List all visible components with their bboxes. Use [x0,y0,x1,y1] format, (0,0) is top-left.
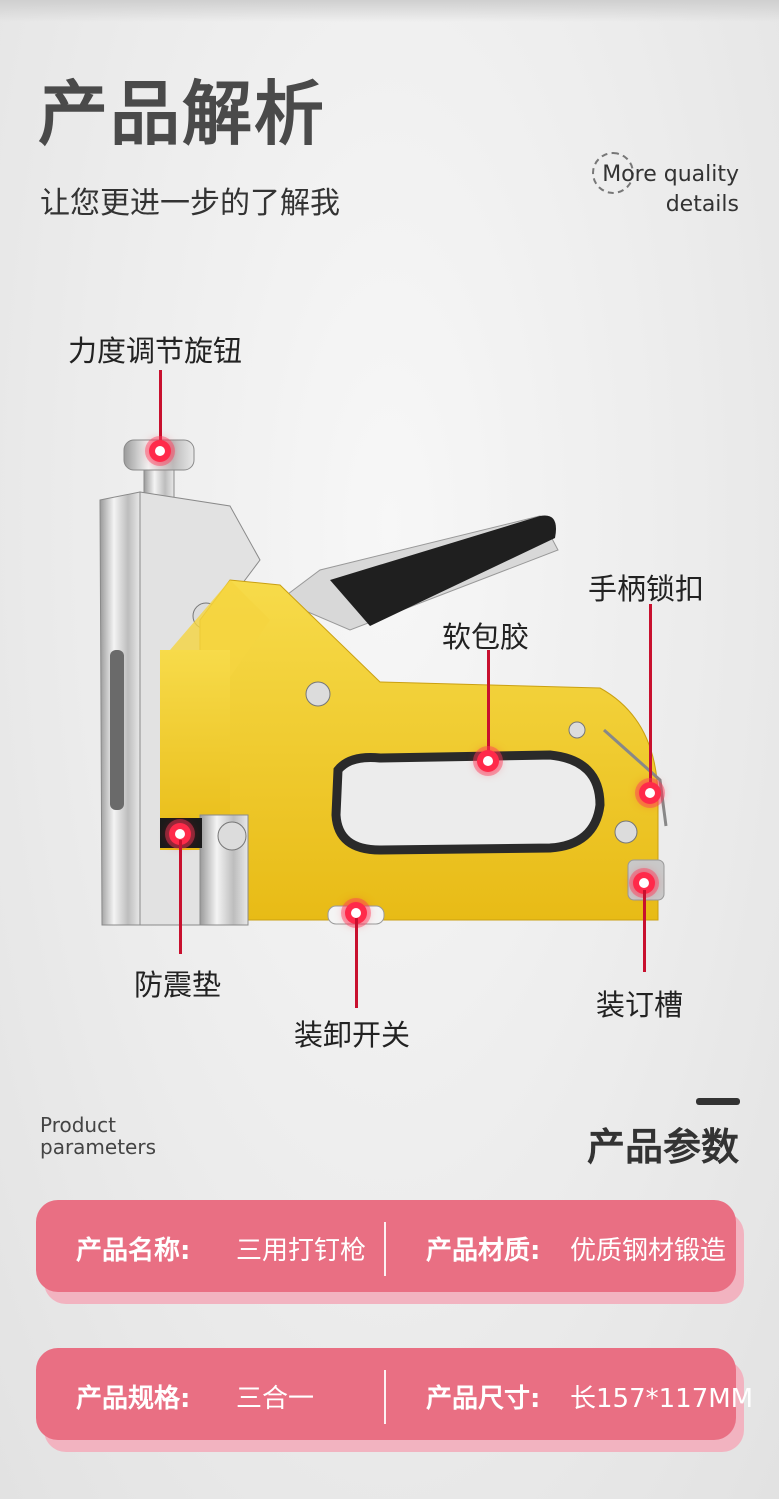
stapler-image [99,439,668,926]
param-card-1: 产品名称: 三用打钉枪 产品材质: 优质钢材锻造 [36,1200,736,1292]
callout-line-handle-lock [649,604,652,790]
param-divider [384,1370,386,1424]
callout-force-knob: 力度调节旋钮 [68,334,243,368]
param-key-material: 产品材质: [426,1236,541,1266]
callout-line-load-switch [355,918,358,1008]
params-accent-bar [696,1098,740,1105]
params-title-en: Product parameters [40,1114,156,1158]
callout-line-shock-pad [179,840,182,954]
params-title-en-2: parameters [40,1135,157,1159]
param-key-spec: 产品规格: [76,1384,191,1414]
param-divider [384,1222,386,1276]
param-card-2: 产品规格: 三合一 产品尺寸: 长157*117MM [36,1348,753,1440]
callout-line-force-knob [159,370,162,450]
param-value-name: 三用打钉枪 [236,1236,367,1266]
callout-handle-lock: 手柄锁扣 [588,572,705,606]
callout-shock-pad: 防震垫 [134,968,222,1002]
page-title: 产品解析 [38,73,326,155]
hotspot-handle-lock[interactable] [639,782,661,804]
param-value-material: 优质钢材锻造 [570,1236,727,1266]
hotspot-soft-rubber[interactable] [477,750,499,772]
hotspot-staple-slot[interactable] [633,872,655,894]
param-value-size: 长157*117MM [570,1384,754,1414]
dashed-circle-icon [592,152,634,194]
param-key-size: 产品尺寸: [426,1384,541,1414]
param-key-name: 产品名称: [76,1236,191,1266]
top-shade [0,0,779,22]
callout-load-switch: 装卸开关 [294,1018,411,1052]
params-title-en-1: Product [40,1113,116,1137]
hotspot-load-switch[interactable] [345,902,367,924]
more-line-2: details [665,192,739,217]
more-details-text: More quality details [602,160,739,220]
callout-line-staple-slot [643,890,646,972]
callout-staple-slot: 装订槽 [596,988,684,1022]
callout-line-soft-rubber [487,650,490,760]
more-line-1: More quality [602,162,739,187]
hotspot-force-knob[interactable] [149,440,171,462]
page-subtitle: 让您更进一步的了解我 [40,186,340,221]
hotspot-shock-pad[interactable] [169,823,191,845]
params-title-cn: 产品参数 [586,1125,739,1169]
callout-soft-rubber: 软包胶 [442,620,530,654]
param-value-spec: 三合一 [236,1384,315,1414]
